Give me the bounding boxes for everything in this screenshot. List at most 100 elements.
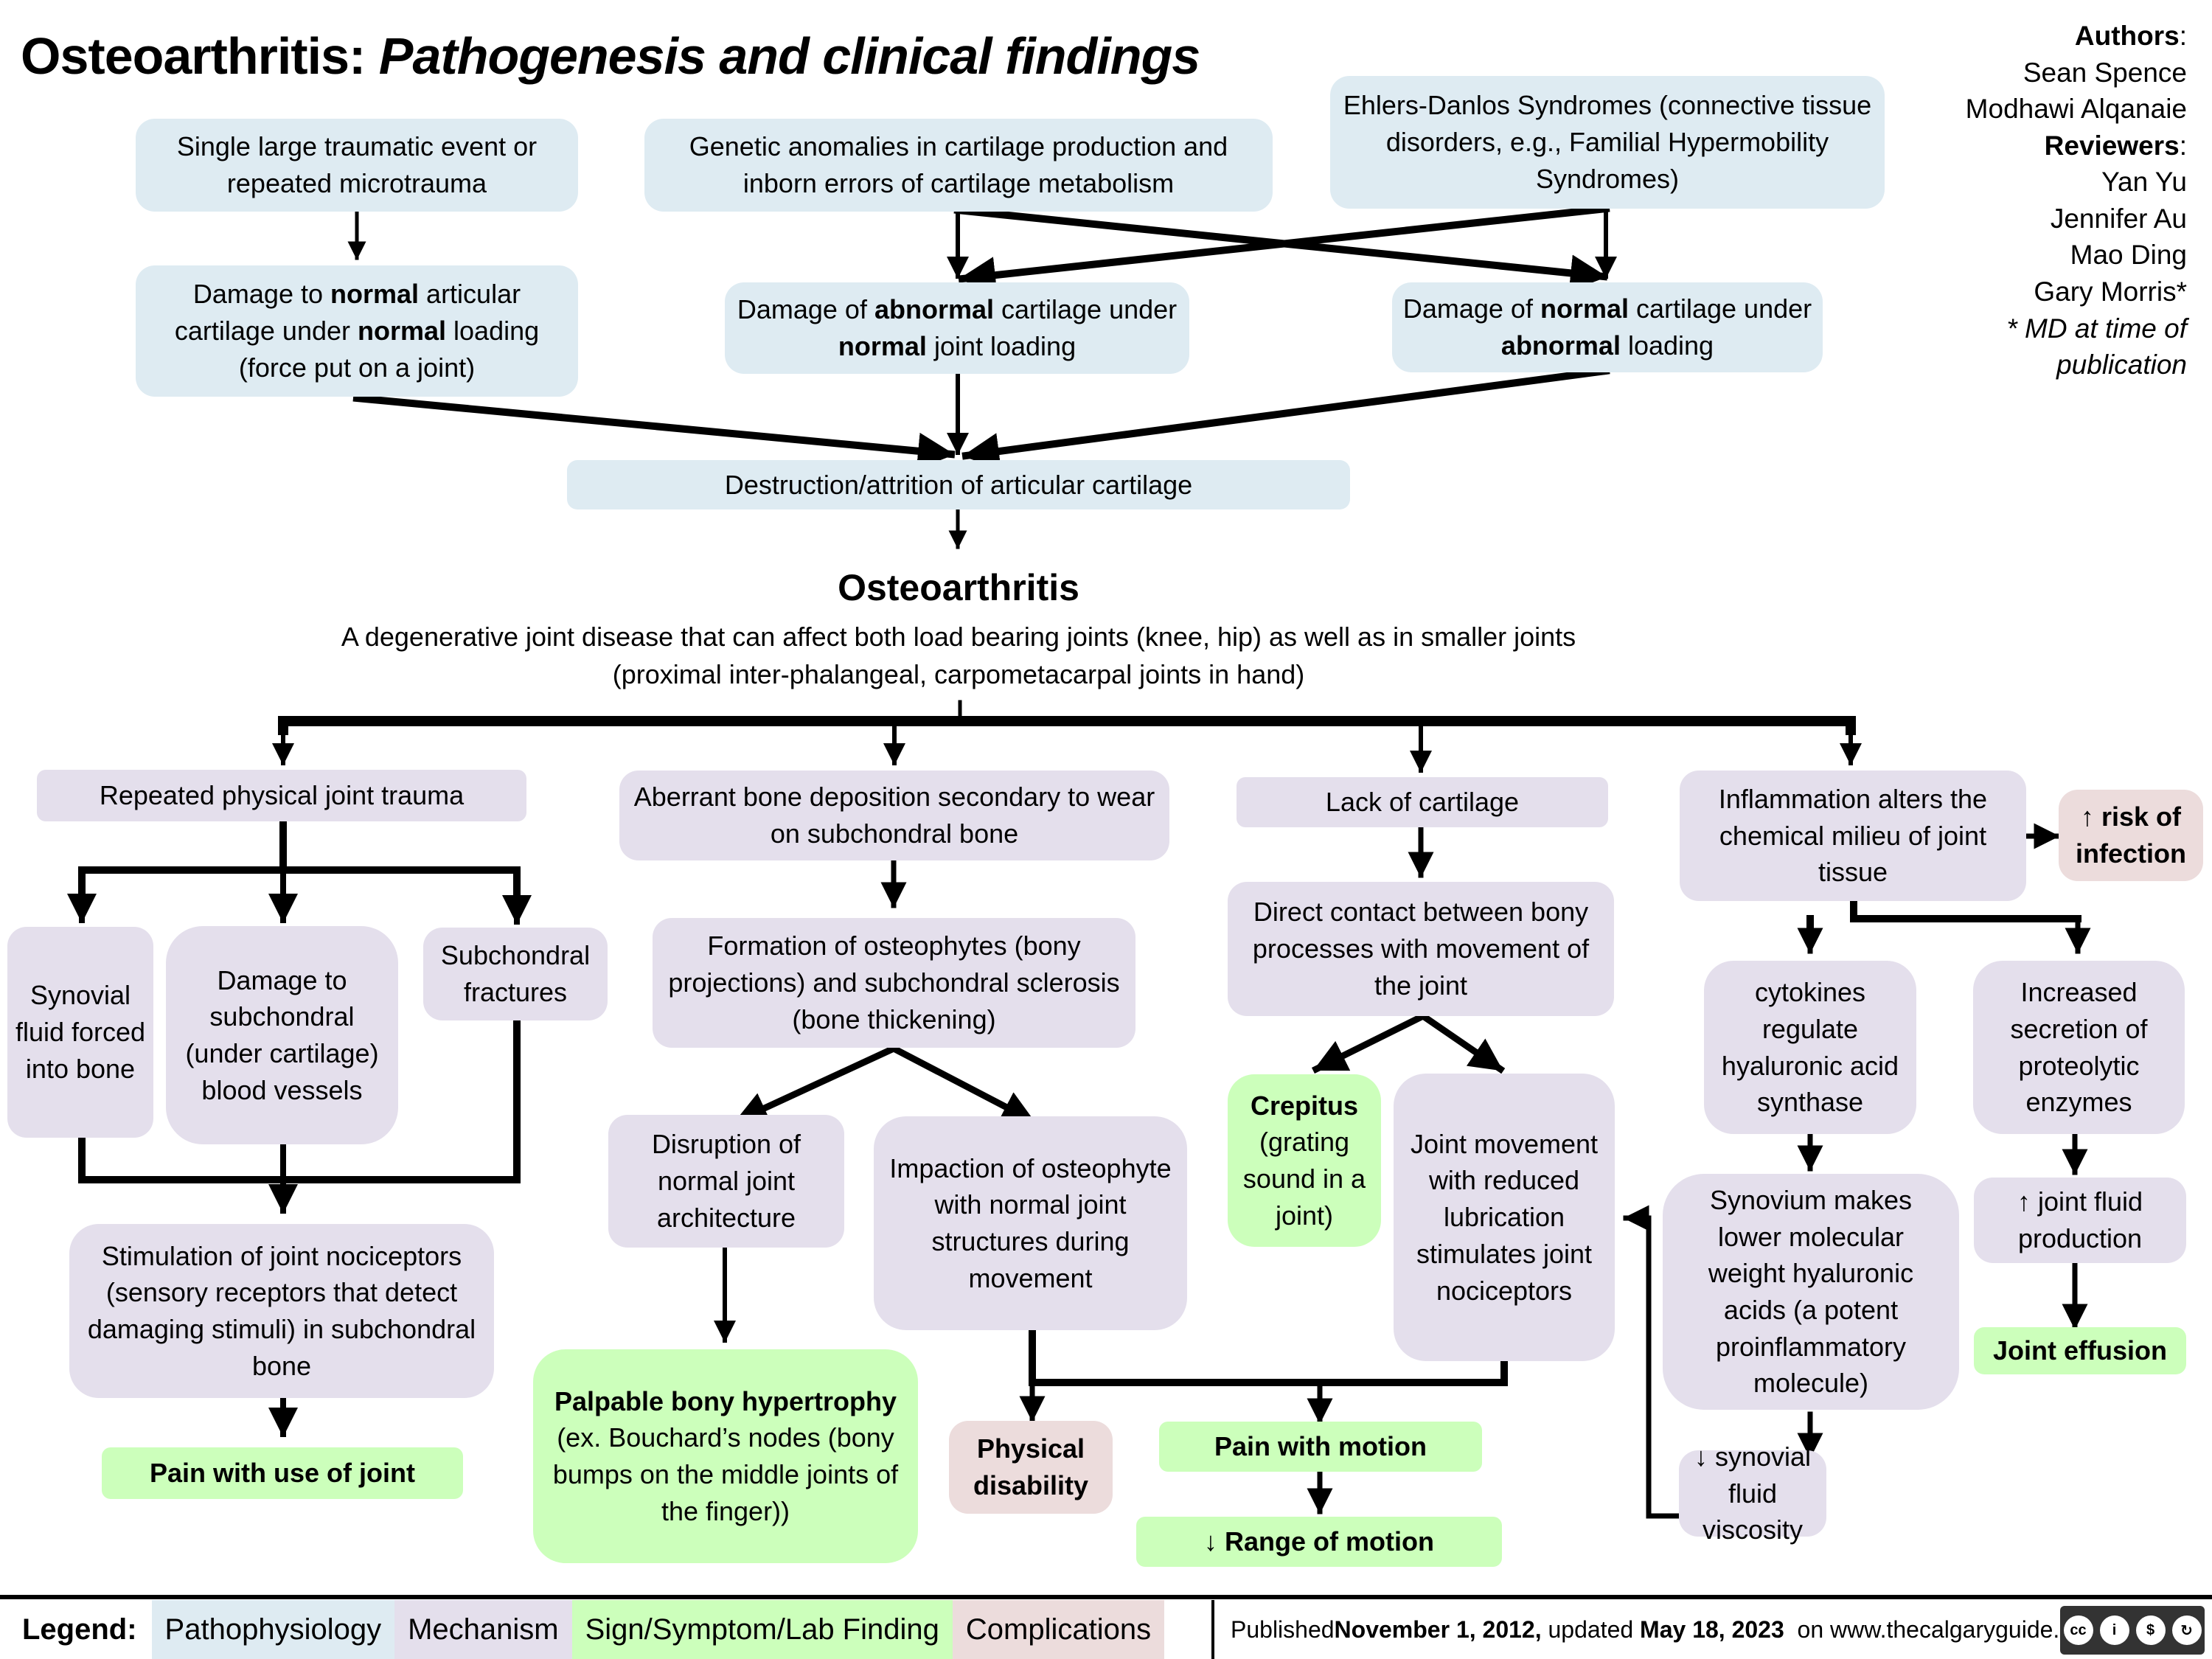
box-text: ↑ risk of infection (2076, 801, 2186, 869)
box-proteolytic-enzymes: Increased secretion of proteolytic enzym… (1973, 961, 2185, 1134)
box-damage-abnormal-cartilage: Damage of abnormal cartilage under norma… (725, 282, 1189, 374)
box-text: Subchondral fractures (440, 940, 591, 1007)
box-direct-contact: Direct contact between bony processes wi… (1228, 882, 1614, 1016)
box-text: Repeated physical joint trauma (99, 780, 465, 811)
box-text: Direct contact between bony processes wi… (1252, 897, 1590, 1001)
box-text-bold: Crepitus (1250, 1090, 1359, 1121)
box-text: Lack of cartilage (1325, 787, 1520, 818)
box-text: (ex. Bouchard’s nodes (bony bumps on the… (552, 1422, 899, 1526)
cc-license-badge: cc i $ ↻ (2060, 1606, 2205, 1655)
box-synovial-viscosity: ↓ synovial fluid viscosity (1679, 1441, 1826, 1545)
legend: Legend: Pathophysiology Mechanism Sign/S… (0, 1600, 1165, 1659)
box-range-motion: ↓ Range of motion (1136, 1517, 1502, 1567)
box-synovial-fluid: Synovial fluid forced into bone (7, 927, 153, 1138)
box-crepitus: Crepitus (grating sound in a joint) (1228, 1074, 1381, 1247)
box-text: Impaction of osteophyte with normal join… (889, 1152, 1172, 1293)
author-name: Sean Spence (2023, 57, 2187, 88)
box-damage-blood-vessels: Damage to subchondral (under cartilage) … (166, 926, 398, 1144)
box-palpable-hypertrophy: Palpable bony hypertrophy (ex. Bouchard’… (533, 1349, 918, 1563)
arrow-normal-to-destruction (352, 394, 956, 470)
box-text: Genetic anomalies in cartilage productio… (689, 131, 1228, 198)
arrow-genetic-cross (953, 206, 1608, 292)
md-note: * MD at time of publication (2006, 313, 2187, 380)
reviewer-name: Jennifer Au (2050, 203, 2187, 234)
box-text-bold: Palpable bony hypertrophy (554, 1385, 897, 1416)
box-text: Synovium makes lower molecular weight hy… (1708, 1184, 1914, 1399)
box-aberrant-bone: Aberrant bone deposition secondary to we… (619, 771, 1169, 860)
box-text: ↑ joint fluid production (2017, 1186, 2143, 1253)
box-disruption-architecture: Disruption of normal joint architecture (608, 1115, 844, 1248)
noncommercial-icon: $ (2135, 1615, 2166, 1645)
box-genetic-anomalies: Genetic anomalies in cartilage productio… (644, 119, 1273, 212)
box-text: Damage to normal articular cartilage und… (174, 279, 540, 383)
box-lack-cartilage: Lack of cartilage (1237, 777, 1608, 827)
legend-label: Legend: (22, 1613, 137, 1646)
title-subtitle: Pathogenesis and clinical findings (378, 27, 1200, 85)
box-text: cytokines regulate hyaluronic acid synth… (1721, 977, 1899, 1118)
updated-date: May 18, 2023 (1640, 1615, 1784, 1643)
authors-label: Authors (2074, 21, 2180, 51)
box-inflammation: Inflammation alters the chemical milieu … (1680, 771, 2026, 901)
authors-block: Authors: Sean Spence Modhawi Alqanaie Re… (1944, 18, 2187, 383)
box-joint-fluid-production: ↑ joint fluid production (1974, 1178, 2186, 1263)
box-joint-movement-nociceptors: Joint movement with reduced lubrication … (1394, 1074, 1615, 1361)
reviewer-name: Yan Yu (2101, 167, 2187, 198)
box-text: Increased secretion of proteolytic enzym… (2010, 977, 2148, 1118)
page-title: Osteoarthritis: Pathogenesis and clinica… (21, 27, 1200, 86)
box-text: Damage of normal cartilage under abnorma… (1402, 293, 1812, 361)
reviewers-label: Reviewers (2044, 130, 2180, 161)
box-text: (grating sound in a joint) (1242, 1127, 1366, 1231)
arrow-abnormal-load-to-destruction (961, 366, 1610, 470)
reviewer-name: Gary Morris* (2034, 276, 2187, 307)
author-name: Modhawi Alqanaie (1965, 94, 2187, 125)
osteoarthritis-heading: Osteoarthritis (838, 567, 1079, 608)
updated-label: updated (1541, 1615, 1641, 1643)
box-destruction-cartilage: Destruction/attrition of articular carti… (567, 460, 1350, 509)
box-osteophytes: Formation of osteophytes (bony projectio… (653, 918, 1135, 1048)
box-pain-motion: Pain with motion (1159, 1422, 1482, 1472)
box-damage-abnormal-loading: Damage of normal cartilage under abnorma… (1392, 282, 1823, 372)
box-text: Inflammation alters the chemical milieu … (1718, 783, 1988, 888)
box-text: Synovial fluid forced into bone (15, 980, 146, 1084)
box-text: ↓ synovial fluid viscosity (1694, 1441, 1812, 1545)
box-cytokines: cytokines regulate hyaluronic acid synth… (1704, 961, 1916, 1134)
publication-info: Published November 1, 2012, updated May … (1211, 1600, 2104, 1659)
box-text: Stimulation of joint nociceptors (sensor… (87, 1240, 476, 1381)
cc-icon: cc (2063, 1615, 2093, 1645)
description-line: (proximal inter-phalangeal, carpometacar… (612, 659, 1305, 690)
description-line: A degenerative joint disease that can af… (341, 622, 1576, 652)
legend-mechanism: Mechanism (394, 1600, 572, 1659)
box-text: Joint effusion (1993, 1335, 2167, 1366)
box-pain-use-joint: Pain with use of joint (102, 1447, 463, 1499)
box-text: Single large traumatic event or repeated… (176, 131, 538, 198)
box-text: Damage to subchondral (under cartilage) … (185, 964, 379, 1105)
legend-complications: Complications (952, 1600, 1165, 1659)
box-physical-disability: Physical disability (949, 1421, 1113, 1514)
box-subchondral-fractures: Subchondral fractures (423, 928, 608, 1020)
box-synovium-hyaluronic: Synovium makes lower molecular weight hy… (1663, 1174, 1959, 1410)
box-text: ↓ Range of motion (1204, 1526, 1434, 1557)
site-link[interactable]: on www.thecalgaryguide.com (1784, 1615, 2104, 1643)
box-repeated-trauma: Repeated physical joint trauma (37, 770, 526, 821)
box-joint-effusion: Joint effusion (1974, 1327, 2186, 1374)
attribution-icon: i (2099, 1615, 2129, 1645)
reviewer-name: Mao Ding (2070, 240, 2187, 271)
box-text: Pain with motion (1214, 1431, 1427, 1462)
box-text: Pain with use of joint (150, 1458, 415, 1489)
legend-pathophysiology: Pathophysiology (151, 1600, 395, 1659)
sharealike-icon: ↻ (2171, 1615, 2202, 1645)
footer-divider (0, 1595, 2212, 1599)
box-impaction-osteophyte: Impaction of osteophyte with normal join… (874, 1116, 1187, 1330)
box-text: Destruction/attrition of articular carti… (724, 469, 1193, 500)
box-stimulation-nociceptors: Stimulation of joint nociceptors (sensor… (69, 1224, 494, 1398)
box-text: Aberrant bone deposition secondary to we… (633, 782, 1155, 849)
osteoarthritis-description: A degenerative joint disease that can af… (221, 618, 1696, 693)
box-text: Disruption of normal joint architecture (651, 1129, 801, 1233)
legend-sign-symptom: Sign/Symptom/Lab Finding (571, 1600, 953, 1659)
box-risk-infection: ↑ risk of infection (2059, 790, 2203, 881)
box-text: Formation of osteophytes (bony projectio… (668, 931, 1120, 1034)
published-date: November 1, 2012, (1334, 1615, 1542, 1643)
published-label: Published (1231, 1615, 1335, 1643)
box-ehlers-danlos: Ehlers-Danlos Syndromes (connective tiss… (1330, 76, 1885, 209)
box-text: Physical disability (973, 1433, 1089, 1500)
